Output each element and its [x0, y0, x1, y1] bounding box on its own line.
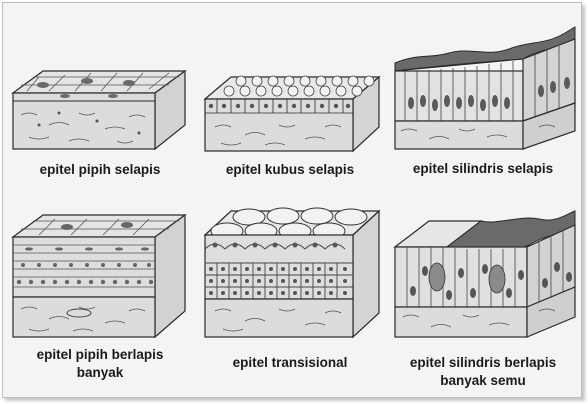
caption-pseudostratified-line1: epitel silindris berlapis [409, 355, 557, 370]
diagram-pseudostratified-columnar [389, 205, 579, 341]
diagram-transitional [201, 201, 383, 341]
caption-transitional: epitel transisional [232, 355, 348, 370]
diagram-stratified-squamous [9, 207, 189, 341]
caption-simple-columnar: epitel silindris selapis [412, 161, 554, 176]
caption-stratified-squamous-line2: banyak [76, 365, 124, 380]
simple-squamous-illustration [11, 69, 187, 151]
diagram-simple-cuboidal [201, 69, 383, 155]
caption-pseudostratified-line2: banyak semu [440, 373, 526, 388]
epithelium-figure: epitel pipih selapis epitel kubus selapi… [2, 2, 582, 398]
transitional-illustration [203, 207, 381, 339]
simple-cuboidal-illustration [203, 75, 381, 153]
pseudostratified-columnar-illustration [393, 210, 576, 338]
diagram-simple-columnar [389, 19, 579, 153]
caption-simple-squamous: epitel pipih selapis [39, 162, 161, 177]
diagram-simple-squamous [9, 63, 189, 155]
simple-columnar-illustration [394, 26, 576, 150]
stratified-squamous-illustration [11, 213, 187, 339]
caption-simple-cuboidal: epitel kubus selapis [225, 162, 355, 177]
caption-stratified-squamous-line1: epitel pipih berlapis [36, 347, 164, 362]
